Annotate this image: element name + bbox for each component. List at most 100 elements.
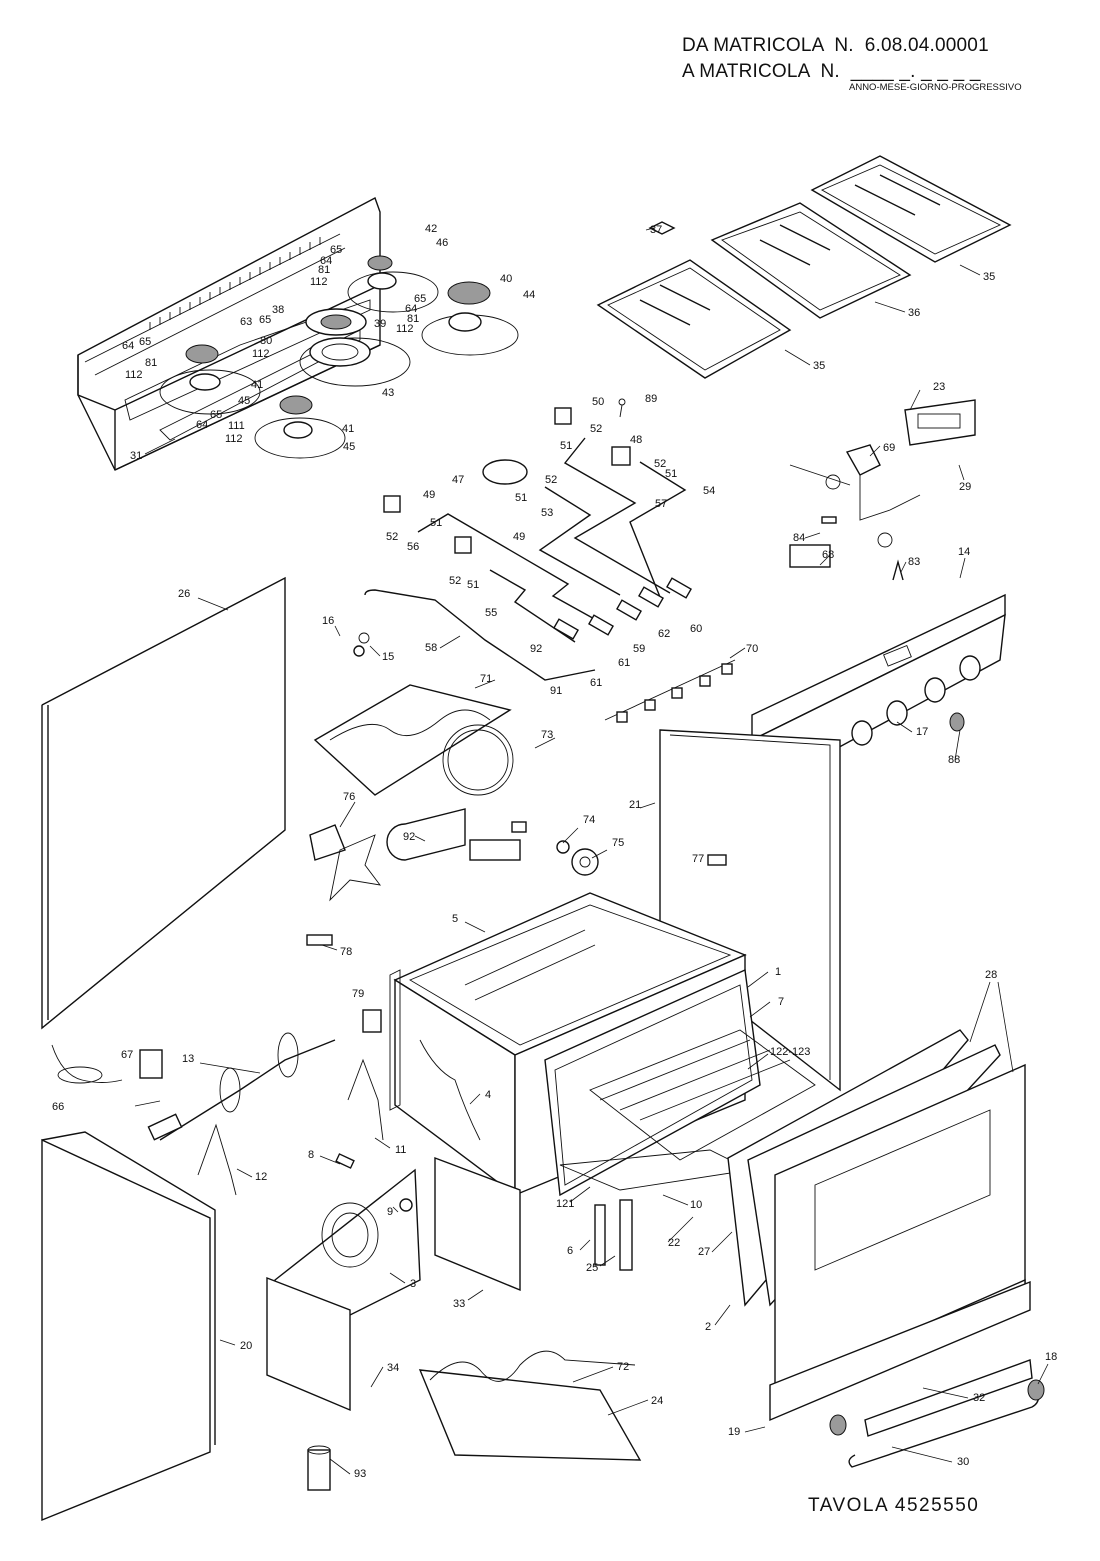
part-label-29: 29 xyxy=(959,481,971,493)
part-label-81: 81 xyxy=(318,264,330,276)
part-label-31: 31 xyxy=(130,450,142,462)
simmer-plate xyxy=(648,221,676,235)
bracket xyxy=(306,934,333,946)
burner-cap-large xyxy=(447,281,491,305)
bracket-67 xyxy=(139,1049,163,1079)
serial-to-label: A MATRICOLA N. ____ _. _ _ _ _ xyxy=(682,61,981,82)
programmer-clock xyxy=(904,399,976,446)
part-label-12: 12 xyxy=(255,1171,267,1183)
part-label-73: 73 xyxy=(541,729,553,741)
part-label-91: 91 xyxy=(550,685,562,697)
part-label-122-123: 122-123 xyxy=(770,1046,810,1058)
handle-support xyxy=(829,1414,847,1436)
wok-burner xyxy=(309,337,371,367)
part-label-16: 16 xyxy=(322,615,334,627)
part-label-18: 18 xyxy=(1045,1351,1057,1363)
oven-cavity xyxy=(389,892,816,1197)
part-label-33: 33 xyxy=(453,1298,465,1310)
part-label-93: 93 xyxy=(354,1468,366,1480)
rotisserie-spit xyxy=(159,1039,336,1141)
rear-cover-34 xyxy=(266,1276,351,1412)
part-label-70: 70 xyxy=(746,643,758,655)
part-label-59: 59 xyxy=(633,643,645,655)
part-label-35: 35 xyxy=(983,271,995,283)
part-label-22: 22 xyxy=(668,1237,680,1249)
lamp-cap xyxy=(399,1198,413,1212)
handle-support xyxy=(1027,1379,1045,1401)
part-label-78: 78 xyxy=(340,946,352,958)
fan-blade xyxy=(329,834,382,902)
burner-cup xyxy=(611,446,631,466)
part-label-19: 19 xyxy=(728,1426,740,1438)
hinge-receiver xyxy=(619,1199,633,1271)
part-label-8: 8 xyxy=(308,1149,314,1161)
insulation xyxy=(419,1039,481,1141)
part-label-10: 10 xyxy=(690,1199,702,1211)
burner-cup xyxy=(383,495,401,513)
part-label-32: 32 xyxy=(973,1392,985,1404)
part-label-48: 48 xyxy=(630,434,642,446)
part-label-64: 64 xyxy=(122,340,134,352)
oven-elements xyxy=(306,684,727,946)
part-label-44: 44 xyxy=(523,289,535,301)
part-label-56: 56 xyxy=(407,541,419,553)
part-label-52: 52 xyxy=(545,474,557,486)
part-label-26: 26 xyxy=(178,588,190,600)
burner-cap-small xyxy=(185,344,219,364)
part-label-14: 14 xyxy=(958,546,970,558)
part-label-75: 75 xyxy=(612,837,624,849)
part-label-43: 43 xyxy=(382,387,394,399)
part-label-50: 50 xyxy=(592,396,604,408)
part-label-3: 3 xyxy=(410,1278,416,1290)
part-label-5: 5 xyxy=(452,913,458,925)
hinge xyxy=(594,1204,606,1266)
part-label-58: 58 xyxy=(425,642,437,654)
part-label-51: 51 xyxy=(560,440,572,452)
door-switch xyxy=(707,854,727,866)
grill-element xyxy=(313,684,512,796)
part-label-52: 52 xyxy=(386,531,398,543)
part-label-61: 61 xyxy=(618,657,630,669)
part-label-112: 112 xyxy=(225,433,243,445)
part-label-121: 121 xyxy=(556,1198,574,1210)
table-number-label: TAVOLA 4525550 xyxy=(808,1495,980,1516)
oven-shelf xyxy=(589,1029,816,1161)
part-label-55: 55 xyxy=(485,607,497,619)
part-label-67: 67 xyxy=(121,1049,133,1061)
part-label-111: 111 xyxy=(228,420,245,432)
part-label-25: 25 xyxy=(586,1262,598,1274)
part-label-52: 52 xyxy=(590,423,602,435)
pan-support-grids xyxy=(596,155,1012,379)
burner-cup xyxy=(454,536,472,554)
part-label-1: 1 xyxy=(775,966,781,978)
part-label-38: 38 xyxy=(272,304,284,316)
part-label-83: 83 xyxy=(908,556,920,568)
part-label-112: 112 xyxy=(252,348,270,360)
part-label-27: 27 xyxy=(698,1246,710,1258)
part-label-65: 65 xyxy=(414,293,426,305)
part-callouts: 65 64 81 112 42 46 40 44 65 64 81 112 38… xyxy=(52,223,1057,1480)
part-label-57: 57 xyxy=(655,498,667,510)
gas-inlet-fitting xyxy=(353,645,365,657)
part-label-47: 47 xyxy=(452,474,464,486)
part-label-45: 45 xyxy=(343,441,355,453)
part-label-23: 23 xyxy=(933,381,945,393)
part-label-88: 88 xyxy=(948,754,960,766)
part-label-15: 15 xyxy=(382,651,394,663)
part-label-52: 52 xyxy=(654,458,666,470)
part-label-77: 77 xyxy=(692,853,704,865)
lamp-holder xyxy=(511,821,527,833)
door-bottom-rail xyxy=(769,1280,1031,1422)
part-label-51: 51 xyxy=(515,492,527,504)
part-label-89: 89 xyxy=(645,393,657,405)
power-cable xyxy=(51,1044,123,1083)
motor-79 xyxy=(362,1009,382,1033)
part-label-74: 74 xyxy=(583,814,595,826)
spit-support-12 xyxy=(197,1123,237,1196)
part-label-37: 37 xyxy=(650,224,662,236)
part-label-41: 41 xyxy=(251,379,263,391)
tangential-fan xyxy=(386,808,466,861)
part-label-6: 6 xyxy=(567,1245,573,1257)
serial-from-label: DA MATRICOLA N. 6.08.04.00001 xyxy=(682,35,989,56)
